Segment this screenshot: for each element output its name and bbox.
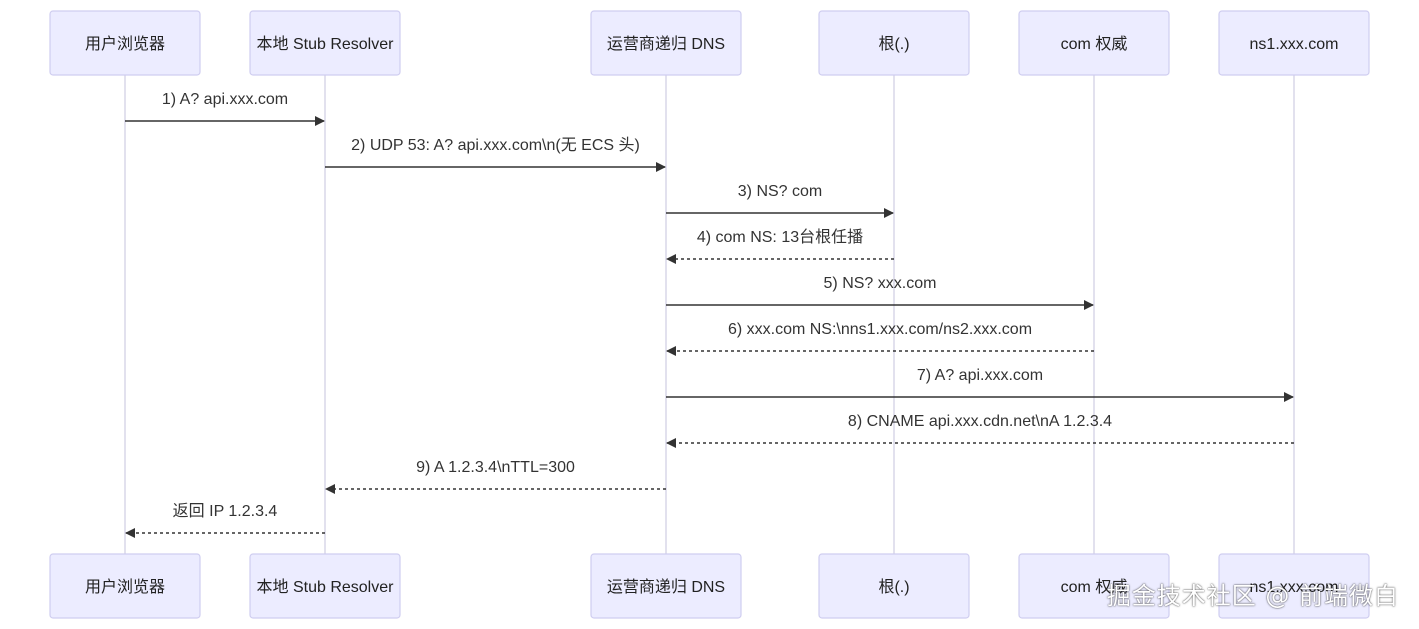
participant-box xyxy=(590,10,742,76)
watermark-text: 掘金技术社区 @ 前端微白 xyxy=(1106,582,1399,610)
participant-label: 用户浏览器 xyxy=(85,35,165,53)
participant-box xyxy=(49,10,201,76)
participant-browser-top: 用户浏览器 xyxy=(49,10,201,76)
message-9: 9) A 1.2.3.4\nTTL=300 xyxy=(325,459,666,494)
message-label: 4) com NS: 13台根任播 xyxy=(697,228,863,246)
participant-box xyxy=(1018,553,1170,619)
message-label: 3) NS? com xyxy=(738,183,822,200)
participant-box xyxy=(249,553,401,619)
message-10: 返回 IP 1.2.3.4 xyxy=(125,502,325,538)
message-label: 5) NS? xxx.com xyxy=(824,275,937,292)
participant-isp-top: 运营商递归 DNS xyxy=(590,10,742,76)
message-label: 6) xxx.com NS:\nns1.xxx.com/ns2.xxx.com xyxy=(728,321,1032,338)
participant-com-bottom: com 权威 xyxy=(1018,553,1170,619)
participant-label: com 权威 xyxy=(1061,578,1128,596)
participant-label: 运营商递归 DNS xyxy=(607,578,725,596)
participant-box xyxy=(1218,553,1370,619)
message-6: 6) xxx.com NS:\nns1.xxx.com/ns2.xxx.com xyxy=(666,321,1094,356)
message-label: 1) A? api.xxx.com xyxy=(162,91,288,108)
message-4: 4) com NS: 13台根任播 xyxy=(666,228,894,264)
message-label: 9) A 1.2.3.4\nTTL=300 xyxy=(416,459,575,476)
participant-box xyxy=(818,553,970,619)
participant-label: com 权威 xyxy=(1061,35,1128,53)
participant-box xyxy=(1218,10,1370,76)
message-1: 1) A? api.xxx.com xyxy=(125,91,325,126)
participant-ns1-top: ns1.xxx.com xyxy=(1218,10,1370,76)
message-label: 8) CNAME api.xxx.cdn.net\nA 1.2.3.4 xyxy=(848,413,1112,430)
participant-stub-top: 本地 Stub Resolver xyxy=(249,10,401,76)
message-3: 3) NS? com xyxy=(666,183,894,218)
participant-root-top: 根(.) xyxy=(818,10,970,76)
participant-box xyxy=(49,553,201,619)
message-8: 8) CNAME api.xxx.cdn.net\nA 1.2.3.4 xyxy=(666,413,1294,448)
message-2: 2) UDP 53: A? api.xxx.com\n(无 ECS 头) xyxy=(325,136,666,172)
participant-label: 运营商递归 DNS xyxy=(607,35,725,53)
participant-label: 用户浏览器 xyxy=(85,578,165,596)
message-7: 7) A? api.xxx.com xyxy=(666,367,1294,402)
participant-label: ns1.xxx.com xyxy=(1250,579,1339,596)
participant-browser-bottom: 用户浏览器 xyxy=(49,553,201,619)
message-label: 7) A? api.xxx.com xyxy=(917,367,1043,384)
message-label: 返回 IP 1.2.3.4 xyxy=(173,502,278,520)
participant-box xyxy=(590,553,742,619)
participant-label: 根(.) xyxy=(878,35,909,53)
participant-label: 本地 Stub Resolver xyxy=(257,35,395,53)
participant-ns1-bottom: ns1.xxx.com xyxy=(1218,553,1370,619)
participant-isp-bottom: 运营商递归 DNS xyxy=(590,553,742,619)
participant-com-top: com 权威 xyxy=(1018,10,1170,76)
message-label: 2) UDP 53: A? api.xxx.com\n(无 ECS 头) xyxy=(351,136,640,154)
participant-label: 根(.) xyxy=(878,578,909,596)
participant-label: ns1.xxx.com xyxy=(1250,36,1339,53)
message-5: 5) NS? xxx.com xyxy=(666,275,1094,310)
participant-box xyxy=(1018,10,1170,76)
participant-root-bottom: 根(.) xyxy=(818,553,970,619)
participant-box xyxy=(249,10,401,76)
participant-stub-bottom: 本地 Stub Resolver xyxy=(249,553,401,619)
participant-box xyxy=(818,10,970,76)
participant-label: 本地 Stub Resolver xyxy=(257,578,395,596)
